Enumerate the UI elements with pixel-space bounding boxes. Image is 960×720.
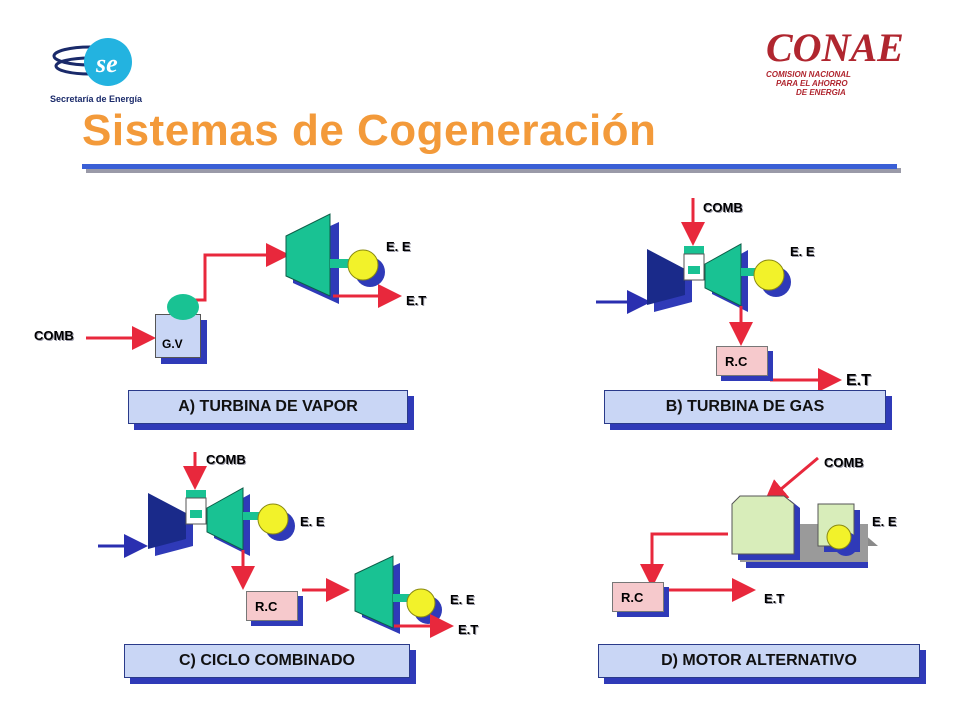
c-ee1-label: E. E (300, 514, 325, 529)
c-title-box: C) CICLO COMBINADO (124, 644, 410, 678)
d-ee-label: E. E (872, 514, 897, 529)
conae-logo: CONAE COMISION NACIONAL PARA EL AHORRO D… (766, 28, 926, 108)
c-rc-label: R.C (255, 598, 278, 614)
b-turbine (704, 243, 765, 312)
a-steam-generator: G.V (155, 294, 201, 358)
b-rc-label: R.C (725, 353, 748, 369)
secretaria-energia-label: Secretaría de Energía (50, 94, 143, 104)
a-steam-turbine (285, 213, 354, 304)
a-comb-label: COMB (34, 328, 74, 343)
b-compressor (647, 249, 692, 312)
d-comb-label: COMB (824, 455, 864, 470)
a-gv-box: G.V (155, 314, 201, 358)
secretaria-energia-logo: se Secretaría de Energía (50, 28, 160, 108)
b-rc-box: R.C (716, 346, 768, 376)
c-gas-turbine (206, 487, 267, 556)
b-title-box: B) TURBINA DE GAS (604, 390, 886, 424)
panel-d-drawing (640, 456, 878, 602)
c-generator-1 (257, 503, 295, 541)
d-comb-arrow (763, 456, 819, 504)
c-generator-2 (406, 588, 442, 624)
conae-subtitle: COMISION NACIONAL PARA EL AHORRO DE ENER… (766, 70, 851, 97)
c-ee2-label: E. E (450, 592, 475, 607)
panel-b-drawing (596, 198, 842, 392)
c-et-label: E.T (458, 622, 479, 637)
b-ee-label: E. E (790, 244, 815, 259)
c-comb-label: COMB (206, 452, 246, 467)
c-rc-box: R.C (246, 591, 298, 621)
a-steam-arrow (182, 243, 290, 302)
a-generator (347, 249, 385, 287)
c-compressor (148, 493, 193, 556)
panel-c-drawing (98, 452, 454, 638)
d-rc-box: R.C (612, 582, 664, 612)
conae-wordmark: CONAE (766, 25, 904, 70)
d-exhaust-arrow (640, 532, 728, 588)
b-combustion-chamber (683, 246, 705, 281)
b-comb-label: COMB (703, 200, 743, 215)
panel-a-drawing (86, 213, 402, 350)
c-steam-turbine (354, 555, 417, 634)
d-rc-label: R.C (621, 589, 644, 605)
svg-text:se: se (95, 49, 118, 78)
b-generator (753, 259, 791, 297)
d-title-box: D) MOTOR ALTERNATIVO (598, 644, 920, 678)
a-gv-dome (167, 294, 199, 320)
d-engine (731, 495, 878, 568)
a-gv-label: G.V (162, 337, 183, 351)
a-title-box: A) TURBINA DE VAPOR (128, 390, 408, 424)
b-et-label: E.T (846, 372, 871, 389)
d-et-label: E.T (764, 591, 785, 606)
page-title: Sistemas de Cogeneración (82, 106, 657, 155)
a-ee-label: E. E (386, 239, 411, 254)
a-et-label: E.T (406, 293, 427, 308)
c-combustion-chamber (185, 490, 207, 525)
title-underline (82, 164, 897, 169)
